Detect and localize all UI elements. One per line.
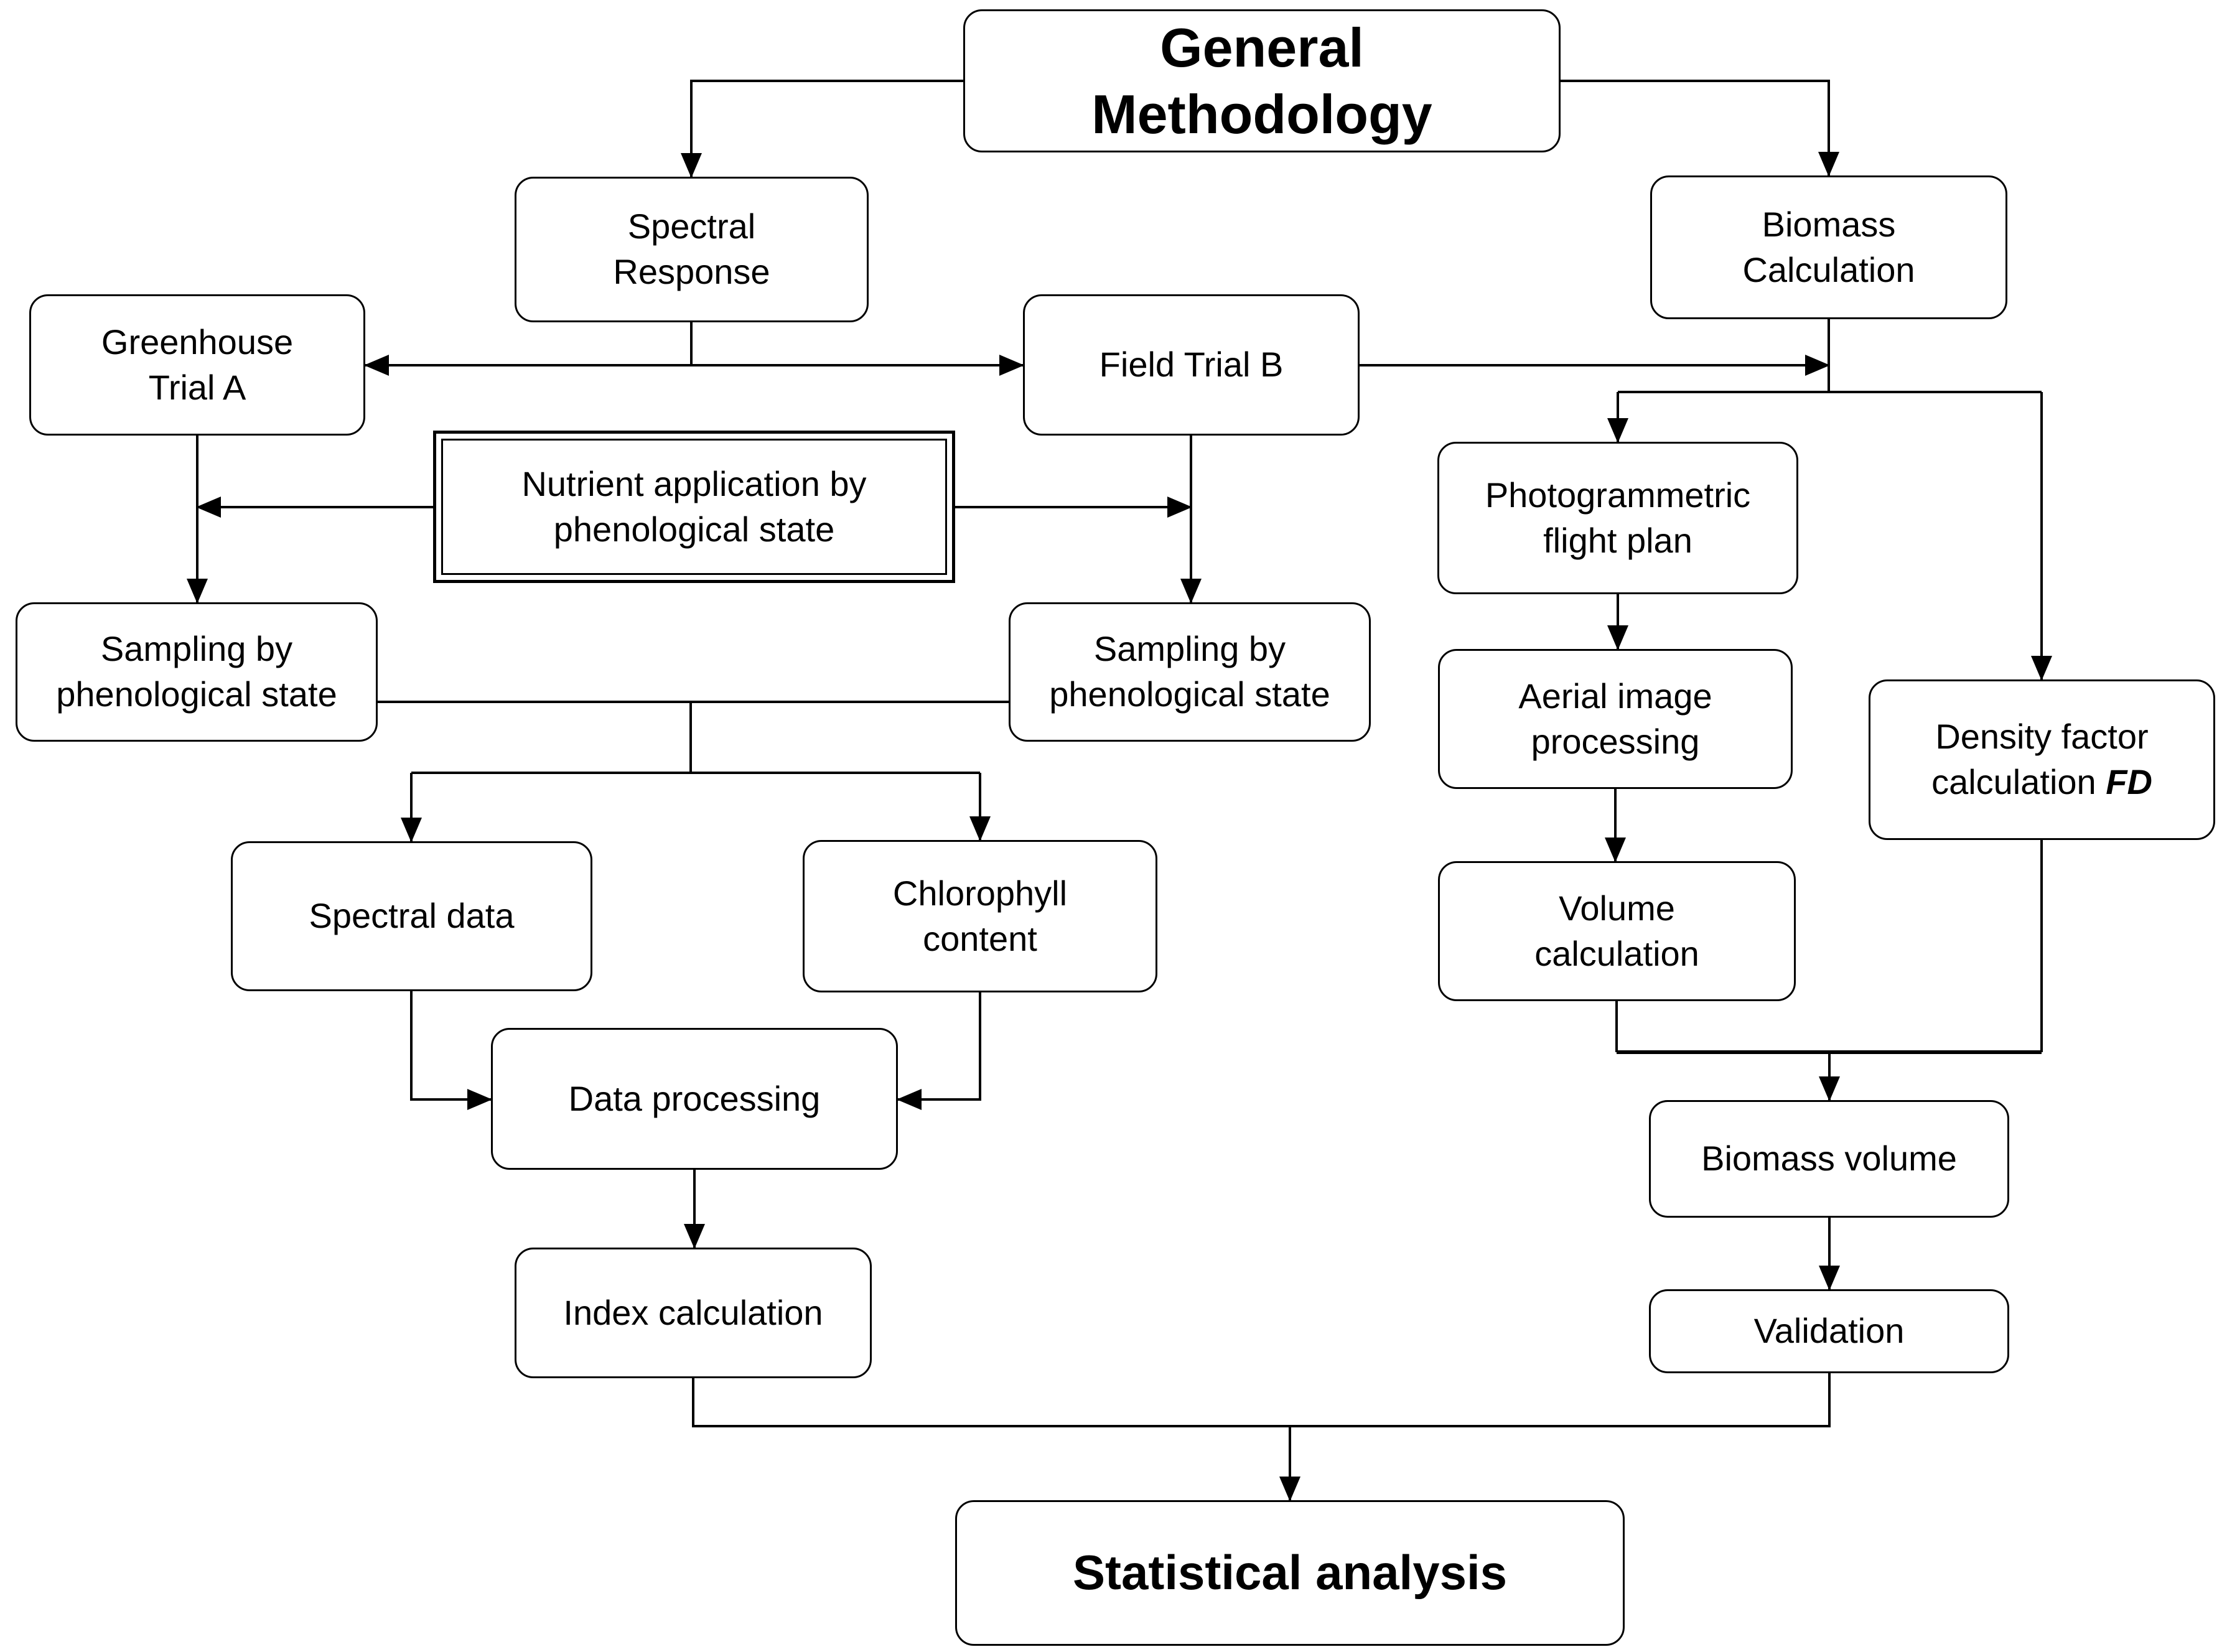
node-statistical-analysis: Statistical analysis <box>955 1500 1625 1646</box>
connector-spectral-data-to-processing <box>410 991 492 1110</box>
node-biomass-volume: Biomass volume <box>1649 1100 2009 1218</box>
node-validation-label: Validation <box>1753 1311 1905 1351</box>
node-spectral-data-label: Spectral data <box>309 896 515 936</box>
connector-final-merge <box>692 1373 1831 1501</box>
node-nutrient-application: Nutrient application by phenological sta… <box>433 431 955 583</box>
node-biomass-volume-label: Biomass volume <box>1701 1139 1957 1178</box>
node-sampling-left: Sampling by phenological state <box>16 602 378 742</box>
node-spectral-response: Spectral Response <box>515 177 869 322</box>
node-spectral-data: Spectral data <box>231 841 592 991</box>
node-density-factor-calculation-label: Density factor calculation FD <box>1931 714 2152 805</box>
node-aerial-image-processing-label: Aerial image processing <box>1518 676 1712 761</box>
node-validation: Validation <box>1649 1289 2009 1373</box>
node-greenhouse-trial-a: Greenhouse Trial A <box>29 294 365 436</box>
node-aerial-image-processing: Aerial image processing <box>1438 649 1793 789</box>
node-photogrammetric-flight-plan: Photogrammetric flight plan <box>1437 442 1798 594</box>
node-biomass-calculation: Biomass Calculation <box>1650 175 2007 319</box>
node-density-factor-calculation: Density factor calculation FD <box>1869 679 2215 840</box>
node-data-processing: Data processing <box>491 1028 898 1170</box>
node-volume-calculation-label: Volume calculation <box>1534 888 1699 973</box>
node-chlorophyll-content-label: Chlorophyll content <box>892 873 1068 958</box>
node-index-calculation: Index calculation <box>515 1248 872 1378</box>
connector-chlorophyll-to-processing <box>897 992 981 1110</box>
node-index-calculation-label: Index calculation <box>563 1292 823 1332</box>
connector-spectral-response-to-trials <box>364 322 1024 376</box>
node-nutrient-application-inner: Nutrient application by phenological sta… <box>441 439 947 575</box>
node-volume-calculation: Volume calculation <box>1438 861 1796 1001</box>
node-nutrient-application-label: Nutrient application by phenological sta… <box>521 464 867 549</box>
connector-general-to-spectral-response <box>681 80 963 178</box>
density-factor-text: Density factor calculation <box>1931 717 2149 801</box>
node-data-processing-label: Data processing <box>568 1078 821 1118</box>
node-general-methodology: General Methodology <box>963 9 1561 152</box>
node-greenhouse-trial-a-label: Greenhouse Trial A <box>101 322 294 407</box>
node-general-methodology-label: General Methodology <box>1091 16 1432 145</box>
node-biomass-calculation-label: Biomass Calculation <box>1742 204 1915 289</box>
node-statistical-analysis-label: Statistical analysis <box>1072 1545 1508 1600</box>
node-sampling-right: Sampling by phenological state <box>1009 602 1371 742</box>
connector-sampling-split <box>378 701 1009 842</box>
node-spectral-response-label: Spectral Response <box>613 207 770 291</box>
connector-volume-density-merge <box>1615 840 2043 1101</box>
node-chlorophyll-content: Chlorophyll content <box>803 840 1157 992</box>
node-field-trial-b-label: Field Trial B <box>1099 345 1284 385</box>
density-factor-fd-suffix: FD <box>2106 762 2152 801</box>
node-photogrammetric-flight-plan-label: Photogrammetric flight plan <box>1485 475 1751 560</box>
node-sampling-left-label: Sampling by phenological state <box>56 629 337 714</box>
connector-biomass-split <box>1607 319 2052 681</box>
node-field-trial-b: Field Trial B <box>1023 294 1360 436</box>
connector-general-to-biomass-calculation <box>1561 80 1839 177</box>
node-sampling-right-label: Sampling by phenological state <box>1049 629 1330 714</box>
